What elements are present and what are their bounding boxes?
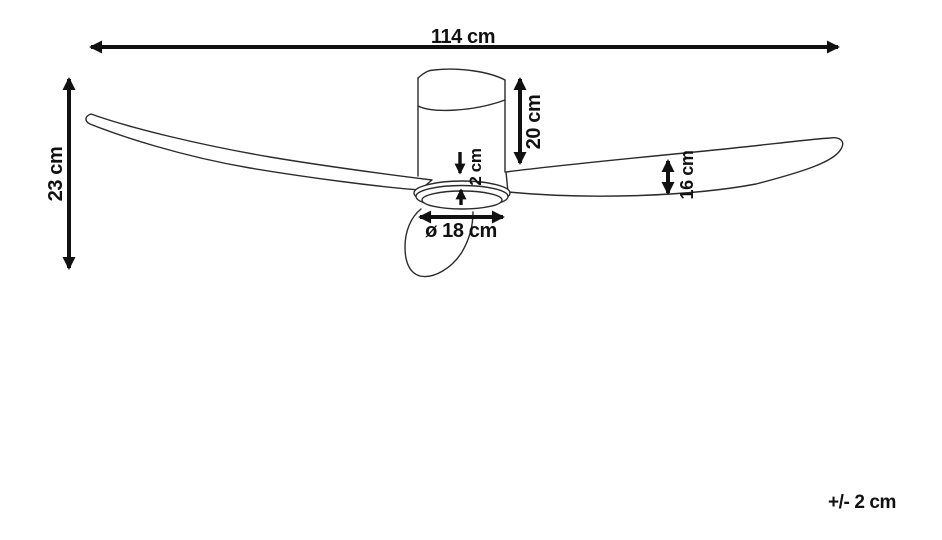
dimension-motor-height: 20 cm: [513, 77, 545, 165]
dimension-total-height: 23 cm: [45, 77, 76, 270]
height-label: 23 cm: [45, 147, 67, 202]
dimension-hub-thickness: 2 cm: [454, 148, 485, 205]
dimension-blade-depth: 16 cm: [661, 150, 697, 200]
fan-blade-front: [404, 208, 474, 278]
canopy-bottom-rim: [417, 99, 506, 112]
dimension-annotations: 114 cm 23 cm 20 cm 2 cm ø 18 cm: [45, 26, 896, 513]
fan-drawing: [85, 68, 844, 278]
dimension-light-diameter: ø 18 cm: [418, 210, 505, 242]
hub-thickness-label: 2 cm: [466, 148, 485, 185]
motor-height-label: 20 cm: [523, 95, 545, 150]
tolerance-note: +/- 2 cm: [828, 492, 896, 513]
motor-housing-top: [417, 68, 506, 81]
blade-depth-label: 16 cm: [677, 150, 697, 199]
fan-blade-left: [85, 113, 433, 191]
fan-blade-right: [505, 136, 844, 197]
dimension-total-width: 114 cm: [89, 26, 840, 54]
light-diameter-label: ø 18 cm: [425, 220, 497, 242]
width-label: 114 cm: [431, 26, 495, 48]
motor-housing: [417, 68, 506, 177]
